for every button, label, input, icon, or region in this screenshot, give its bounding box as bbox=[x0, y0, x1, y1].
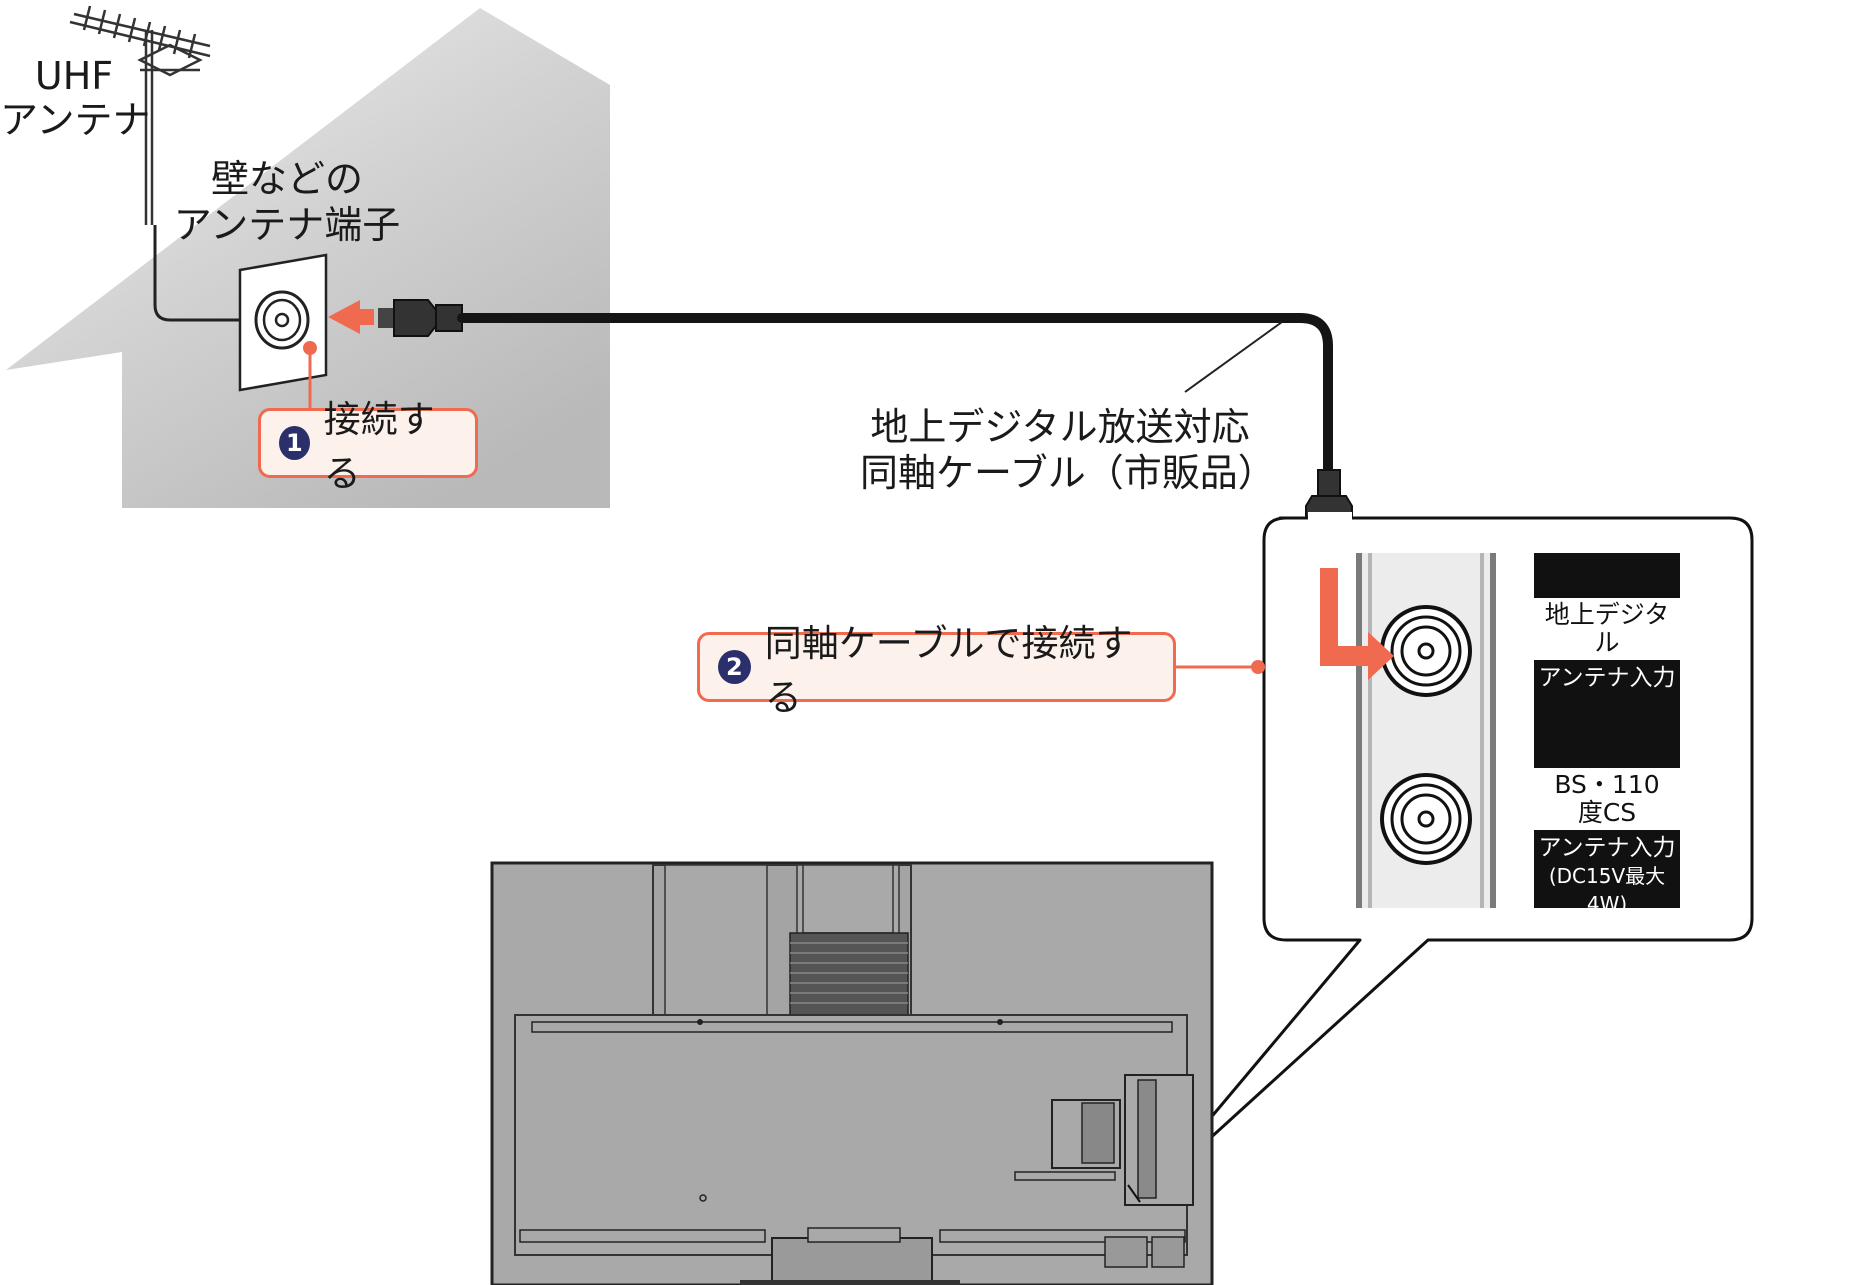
coaxial-cable bbox=[457, 313, 1333, 475]
uhf-antenna-icon bbox=[69, 5, 211, 225]
tv-rear-illustration bbox=[490, 861, 1214, 1285]
step-1-text: 接続する bbox=[323, 398, 435, 495]
left-f-connector bbox=[378, 299, 463, 337]
insert-arrow-icon bbox=[328, 300, 374, 334]
port-insert-arrow-icon bbox=[1320, 568, 1394, 680]
bs-cs-port-power: (DC15V最大4W) bbox=[1548, 864, 1666, 916]
step-1-callout: 1 接続する bbox=[258, 398, 478, 495]
step-2-text: 同軸ケーブルで接続する bbox=[764, 622, 1133, 719]
terrestrial-port-icon bbox=[1380, 605, 1472, 697]
terrestrial-port-label: 地上デジタル アンテナ入力 bbox=[1534, 598, 1680, 692]
wall-terminal-label: 壁などの アンテナ端子 bbox=[173, 157, 401, 247]
step-2-callout: 2 同軸ケーブルで接続する bbox=[697, 622, 1176, 719]
wall-terminal-icon bbox=[254, 290, 310, 350]
terrestrial-port-sub: アンテナ入力 bbox=[1538, 665, 1676, 691]
bs-cs-port-sub: アンテナ入力 bbox=[1538, 835, 1676, 861]
antenna-feed-line bbox=[153, 225, 242, 322]
bs-cs-port-label: BS・110度CS アンテナ入力 (DC15V最大4W) bbox=[1534, 768, 1680, 918]
cable-label: 地上デジタル放送対応 同軸ケーブル（市販品） bbox=[860, 405, 1276, 495]
step-1-badge: 1 bbox=[279, 426, 310, 460]
terrestrial-port-name: 地上デジタル bbox=[1534, 598, 1680, 660]
bs-cs-port-name: BS・110度CS bbox=[1534, 768, 1680, 830]
step-2-badge: 2 bbox=[718, 650, 751, 684]
antenna-label: UHF アンテナ bbox=[0, 54, 151, 142]
bs-cs-port-icon bbox=[1380, 773, 1472, 865]
